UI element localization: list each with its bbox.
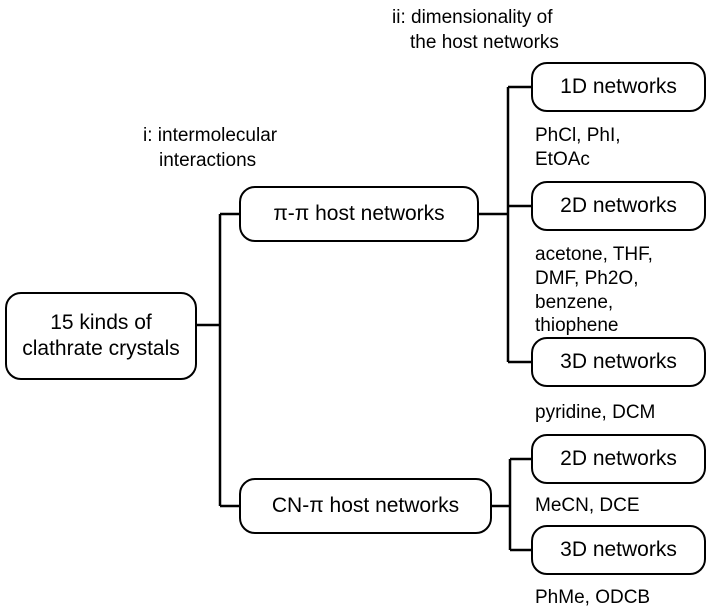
guest-list-2d-cnpi: MeCN, DCE	[535, 494, 640, 518]
guest-line: acetone, THF,	[535, 244, 653, 265]
heading-intermolecular-interactions: i: intermolecular interactions	[143, 124, 277, 173]
interaction-node-cn-pi: CN-π host networks	[239, 478, 492, 534]
network-node-2d-cnpi: 2D networks	[531, 434, 706, 484]
heading-i-line-2: interactions	[159, 149, 257, 171]
guest-list-3d-pipi: pyridine, DCM	[535, 401, 655, 425]
guest-list-3d-cnpi: PhMe, ODCB	[535, 586, 650, 610]
guest-line: benzene,	[535, 291, 614, 313]
guest-list-2d-pipi: acetone, THF, DMF, Ph2O, benzene, thioph…	[535, 243, 653, 338]
guest-line: PhCl, PhI,	[535, 125, 621, 146]
guest-line: thiophene	[535, 315, 619, 337]
guest-line: PhMe, ODCB	[535, 587, 651, 608]
root-node: 15 kinds of clathrate crystals	[5, 292, 197, 380]
root-line-1: 15 kinds of	[50, 310, 152, 334]
guest-line: pyridine, DCM	[535, 402, 656, 423]
guest-line: MeCN, DCE	[535, 495, 640, 516]
network-node-1d: 1D networks	[531, 62, 706, 112]
heading-ii-line-1: ii: dimensionality of	[392, 7, 553, 28]
root-line-2: clathrate crystals	[22, 337, 180, 360]
heading-dimensionality: ii: dimensionality of the host networks	[392, 6, 559, 55]
heading-i-line-1: i: intermolecular	[143, 125, 278, 146]
interaction-node-pi-pi: π-π host networks	[239, 186, 479, 242]
connector-pipi	[478, 85, 532, 364]
guest-line: DMF, Ph2O,	[535, 267, 639, 289]
guest-line: EtOAc	[535, 148, 590, 170]
guest-list-1d: PhCl, PhI, EtOAc	[535, 124, 621, 172]
heading-ii-line-2: the host networks	[410, 31, 559, 53]
network-node-3d-cnpi: 3D networks	[531, 525, 706, 575]
connector-cnpi	[491, 457, 532, 552]
connector-root	[196, 212, 240, 508]
network-node-2d-pipi: 2D networks	[531, 181, 706, 231]
network-node-3d-pipi: 3D networks	[531, 337, 706, 387]
